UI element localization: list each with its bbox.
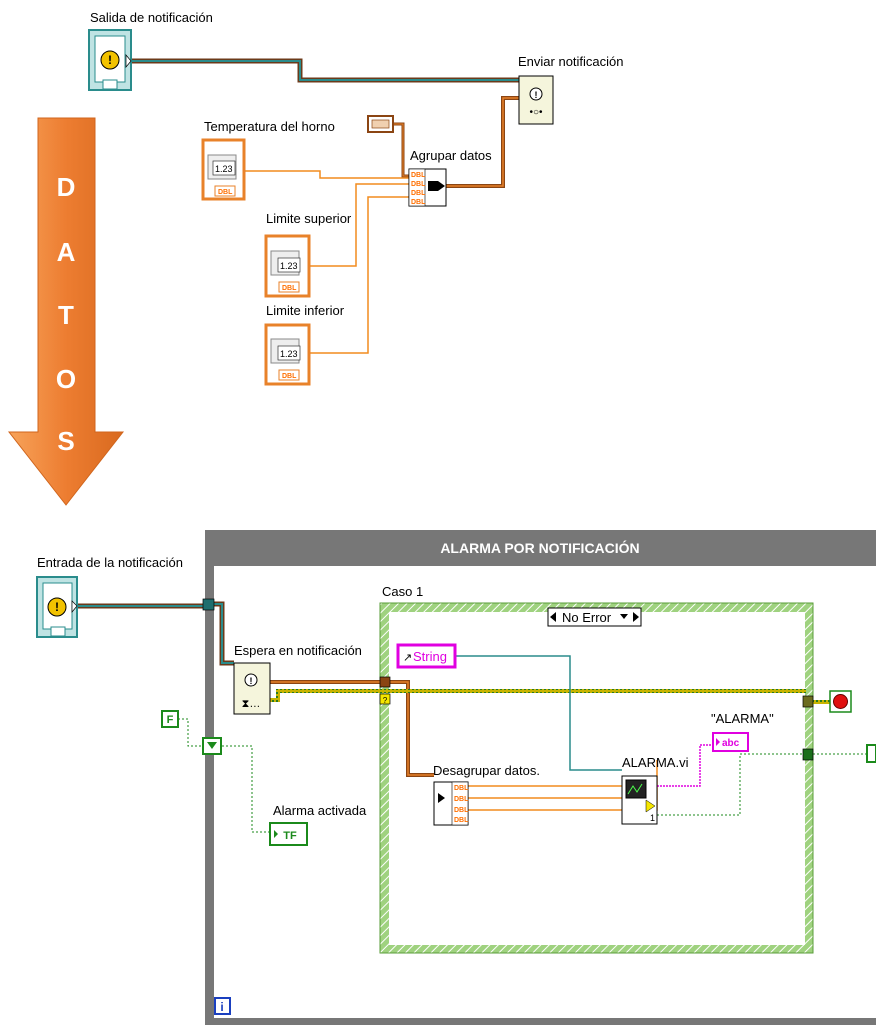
svg-text:i: i xyxy=(220,1000,223,1014)
iteration-terminal xyxy=(214,997,231,1015)
svg-text:abc: abc xyxy=(722,738,740,749)
svg-text:DBL: DBL xyxy=(454,796,469,803)
arrow-letter-d: D xyxy=(57,172,76,202)
bundle-arrow-icon xyxy=(438,181,445,191)
stop-icon xyxy=(833,694,848,709)
alarm-subvi[interactable]: 1 xyxy=(621,775,658,825)
upper-limit-control[interactable]: 1.23 DBL xyxy=(264,234,311,298)
format-string-constant[interactable] xyxy=(367,115,394,133)
svg-text:String: String xyxy=(413,649,447,664)
svg-text:1: 1 xyxy=(650,813,655,823)
svg-text:?: ? xyxy=(383,696,388,705)
datos-arrow: D A T O S xyxy=(7,117,125,506)
hourglass-icon: ⧗… xyxy=(242,698,261,710)
arrow-letter-s: S xyxy=(57,426,74,456)
refnum-tunnel xyxy=(202,598,215,611)
cluster-case-tunnel xyxy=(379,676,391,688)
unbundle-arrow-icon xyxy=(438,793,445,803)
bundle-in-2: DBL xyxy=(411,181,426,188)
shift-register[interactable] xyxy=(202,737,222,755)
unbundle-node[interactable]: DBL DBL DBL DBL xyxy=(433,781,469,826)
error-out-tunnel xyxy=(802,695,814,708)
alarm-active-label: Alarma activada xyxy=(273,803,367,818)
svg-text:!: ! xyxy=(535,90,538,100)
bundle-label: Agrupar datos xyxy=(410,148,492,163)
subvi-label: ALARMA.vi xyxy=(622,755,689,770)
alarm-active-indicator[interactable]: TF xyxy=(269,822,308,846)
case-dropdown-icon xyxy=(620,614,628,619)
error-case-selector-terminal xyxy=(379,693,391,705)
svg-text:1.23: 1.23 xyxy=(280,261,298,271)
send-notification-node[interactable]: ! •○• xyxy=(518,75,554,125)
notifier-in-label: Entrada de la notificación xyxy=(37,555,183,570)
svg-text:!: ! xyxy=(55,600,59,614)
case-prev-icon xyxy=(550,612,556,622)
notifier-in-control[interactable]: ! xyxy=(36,576,78,638)
temperature-label: Temperatura del horno xyxy=(204,119,335,134)
right-edge-indicator xyxy=(866,744,876,763)
wait-notification-node[interactable]: ! ⧗… xyxy=(233,662,271,715)
notifier-icon xyxy=(100,50,120,70)
svg-text:DBL: DBL xyxy=(454,785,469,792)
bundle-in-1: DBL xyxy=(411,172,426,179)
string-constant[interactable]: ↗ String xyxy=(396,643,457,669)
svg-text:No Error: No Error xyxy=(562,610,612,625)
false-constant[interactable]: F xyxy=(161,710,179,728)
bottom-wires xyxy=(77,601,876,833)
bool-out-tunnel xyxy=(802,748,814,761)
shift-register-down-icon xyxy=(207,742,217,749)
notifier-in-icon xyxy=(47,597,67,617)
svg-text:!: ! xyxy=(108,53,112,67)
string-ref-icon: ↗ xyxy=(403,652,412,664)
case-label: Caso 1 xyxy=(382,584,423,599)
send-notification-label: Enviar notificación xyxy=(518,54,624,69)
loop-title: ALARMA POR NOTIFICACIÓN xyxy=(440,539,639,556)
svg-text:DBL: DBL xyxy=(282,373,297,380)
svg-text:DBL: DBL xyxy=(454,817,469,824)
svg-text:DBL: DBL xyxy=(282,285,297,292)
wait-notification-label: Espera en notificación xyxy=(234,643,362,658)
bundle-in-4: DBL xyxy=(411,199,426,206)
arrow-letter-o: O xyxy=(56,364,76,394)
send-notification-icon xyxy=(529,87,543,101)
lower-limit-label: Limite inferior xyxy=(266,303,345,318)
svg-text:1.23: 1.23 xyxy=(215,164,233,174)
alarm-string-indicator[interactable]: abc xyxy=(712,732,749,752)
svg-text:DBL: DBL xyxy=(218,189,233,196)
notifier-out-control[interactable]: ! xyxy=(88,29,132,91)
case-selector[interactable]: No Error xyxy=(547,607,642,627)
bundle-node[interactable]: DBL DBL DBL DBL xyxy=(408,168,447,207)
stop-terminal[interactable] xyxy=(829,690,852,713)
svg-text:!: ! xyxy=(250,676,253,686)
notifier-out-label: Salida de notificación xyxy=(90,10,213,25)
wait-notification-icon xyxy=(244,673,258,687)
svg-text:•○•: •○• xyxy=(529,107,543,118)
bundle-in-3: DBL xyxy=(411,190,426,197)
svg-text:F: F xyxy=(167,714,174,726)
alarm-string-label: "ALARMA" xyxy=(711,711,774,726)
arrow-letter-a: A xyxy=(57,237,76,267)
lower-limit-control[interactable]: 1.23 DBL xyxy=(264,323,311,386)
svg-text:1.23: 1.23 xyxy=(280,349,298,359)
monitor-icon xyxy=(625,779,647,799)
svg-text:TF: TF xyxy=(283,830,297,842)
unbundle-label: Desagrupar datos. xyxy=(433,763,540,778)
svg-text:DBL: DBL xyxy=(454,807,469,814)
temperature-control[interactable]: 1.23 DBL xyxy=(201,138,246,201)
case-next-icon xyxy=(633,612,639,622)
arrow-letter-t: T xyxy=(58,300,74,330)
upper-limit-label: Limite superior xyxy=(266,211,352,226)
